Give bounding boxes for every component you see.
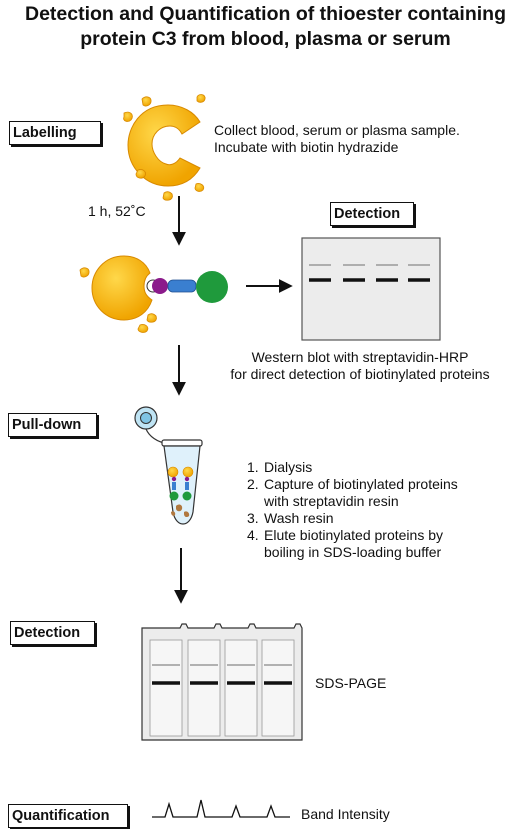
c3-protein-icon: [123, 94, 206, 201]
labelling-description: Collect blood, serum or plasma sample. I…: [214, 122, 460, 156]
labelling-line-2: Incubate with biotin hydrazide: [214, 139, 399, 155]
stage-detection-bottom: Detection: [10, 621, 95, 645]
stage-labelling: Labelling: [9, 121, 101, 145]
pulldown-steps: 1.Dialysis 2.Capture of biotinylated pro…: [247, 459, 458, 561]
step-3: 3.Wash resin: [247, 510, 334, 526]
tube-icon: [134, 406, 203, 525]
step-4-cont: boiling in SDS-loading buffer: [264, 544, 442, 560]
page-title: Detection and Quantification of thioeste…: [0, 2, 531, 52]
band-intensity-trace: [152, 799, 290, 818]
sds-page-gel-icon: [141, 623, 303, 741]
western-line-1: Western blot with streptavidin-HRP: [251, 349, 469, 365]
step-2: 2.Capture of biotinylated proteins: [247, 476, 458, 492]
western-line-2: for direct detection of biotinylated pro…: [230, 366, 490, 382]
title-line-2: protein C3 from blood, plasma or serum: [80, 28, 451, 50]
biotinylated-protein-icon: [79, 255, 228, 333]
stage-quantification: Quantification: [8, 804, 128, 828]
western-blot-icon: [301, 237, 441, 341]
step-2-cont: with streptavidin resin: [264, 493, 399, 509]
western-description: Western blot with streptavidin-HRP for d…: [190, 349, 530, 383]
stage-pulldown: Pull-down: [8, 413, 97, 437]
step-1: 1.Dialysis: [247, 459, 313, 475]
incubation-condition: 1 h, 52˚C: [88, 203, 146, 219]
step-4: 4.Elute biotinylated proteins by: [247, 527, 443, 543]
band-intensity-label: Band Intensity: [301, 806, 390, 822]
labelling-line-1: Collect blood, serum or plasma sample.: [214, 122, 460, 138]
title-line-1: Detection and Quantification of thioeste…: [24, 3, 507, 25]
sds-page-label: SDS-PAGE: [315, 675, 387, 691]
stage-detection-top: Detection: [330, 202, 414, 226]
